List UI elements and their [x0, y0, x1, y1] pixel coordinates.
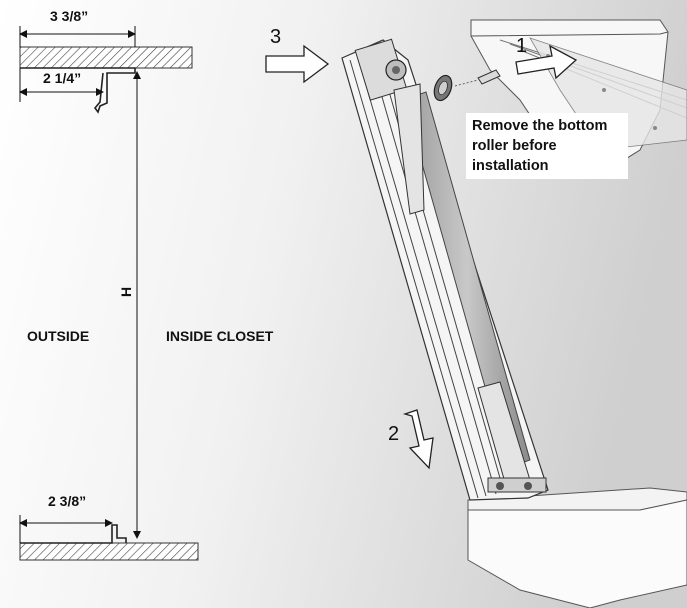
instruction-line-3: installation [472, 158, 549, 174]
dim-bottom-width-label: 2 3/8” [48, 493, 86, 509]
top-track-profile [20, 67, 136, 114]
instruction-line-2: roller before [472, 138, 557, 154]
step-3-arrow [265, 44, 330, 84]
dim-top-width-label: 3 3/8” [50, 8, 88, 24]
dim-height-label: H [118, 287, 134, 297]
step-1-number: 1 [516, 35, 527, 57]
outside-label: OUTSIDE [27, 328, 89, 344]
door-stile-line-1 [349, 59, 479, 499]
bottom-guide-profile [20, 524, 127, 544]
bottom-floor-hatch [19, 542, 199, 561]
removed-roller [433, 69, 501, 102]
step-1-arrow [515, 44, 578, 80]
section-diagram: 3 3/8” 2 1/4” H 2 3/8” OUTSIDE INSIDE CL… [19, 8, 274, 561]
bottom-board-front [467, 499, 687, 608]
track-screw-2 [653, 126, 657, 130]
inside-closet-label: INSIDE CLOSET [166, 328, 274, 344]
dim-top-inner-label: 2 1/4” [43, 70, 81, 86]
door-panel [341, 38, 549, 501]
roller-bolt [477, 69, 501, 85]
top-header-hatch [19, 46, 193, 69]
instruction-note: Remove the bottom roller before installa… [466, 113, 628, 179]
track-screw-1 [602, 88, 606, 92]
step-2-arrow [402, 409, 434, 470]
top-roller-assembly [354, 38, 425, 215]
door-stile-line-3 [371, 61, 497, 495]
step-3-number: 3 [270, 26, 281, 48]
bottom-floor-board [467, 487, 687, 608]
top-board-edge [470, 31, 669, 37]
instruction-line-1: Remove the bottom [472, 118, 608, 134]
bottom-roller-assembly [477, 381, 547, 493]
step-2-number: 2 [388, 423, 399, 445]
door-stile-line-2 [357, 57, 487, 497]
